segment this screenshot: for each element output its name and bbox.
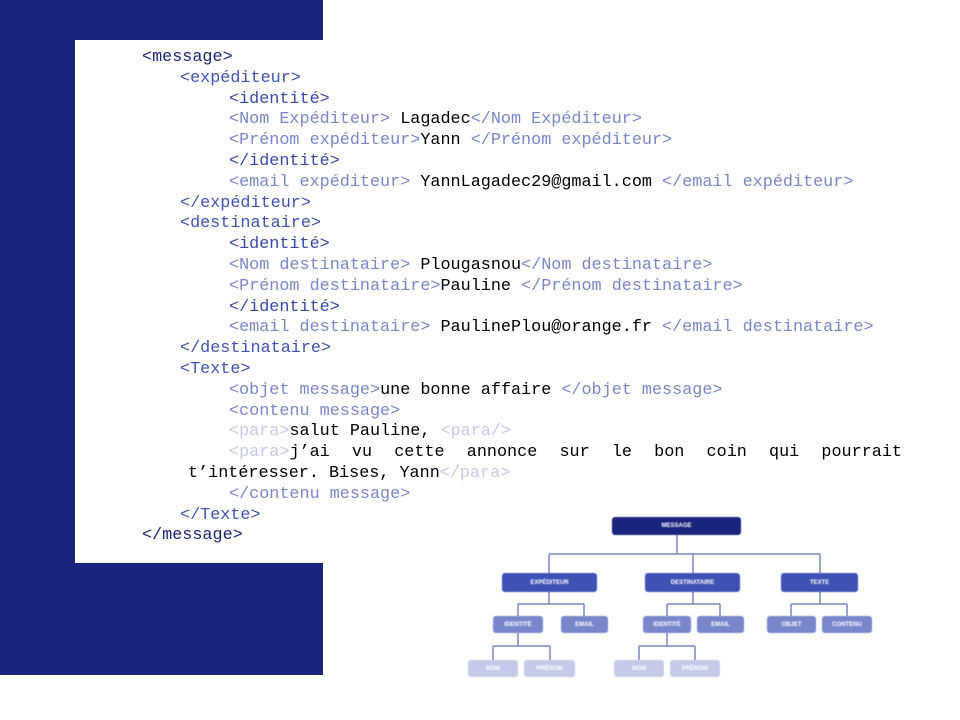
xml-tag: </expéditeur> <box>180 193 311 213</box>
xml-tag: </Prénom destinataire> <box>521 276 743 296</box>
code-text: salut Pauline, <box>289 422 441 442</box>
code-text: PaulinePlou@orange.fr <box>440 318 663 338</box>
code-line: <identité> <box>229 235 330 256</box>
code-text: bon <box>654 443 685 463</box>
connector-root <box>548 535 821 573</box>
xml-tag: </Prénom expéditeur> <box>470 131 673 151</box>
xml-tag: <expéditeur> <box>180 68 301 88</box>
node-dest-prenom: PRÉNOM <box>670 660 720 677</box>
node-exp-prenom: PRÉNOM <box>524 660 575 677</box>
xml-tag: <contenu message> <box>229 401 401 421</box>
xml-tag: </identité> <box>229 297 340 317</box>
xml-tag: </destinataire> <box>180 339 332 359</box>
code-text: cette <box>394 443 445 463</box>
connector-destinataire <box>666 592 721 616</box>
code-line: <para>j’ai vu cette annonce sur le bon coin qui p… <box>229 443 902 464</box>
xml-tag: <email expéditeur> <box>229 172 421 192</box>
node-exp-email: EMAIL <box>561 616 608 633</box>
code-text: coin <box>706 443 747 463</box>
connector-exp-identite <box>492 633 551 660</box>
code-text: une bonne affaire <box>380 380 562 400</box>
node-dest-email: EMAIL <box>697 616 744 633</box>
code-line: </expéditeur> <box>180 194 311 215</box>
xml-tag: <Nom destinataire> <box>229 256 421 275</box>
code-line: <Prénom destinataire>Pauline </Prénom de… <box>229 277 743 298</box>
code-text: Lagadec <box>400 110 471 130</box>
code-text: annonce <box>466 443 538 463</box>
code-text: Yann <box>420 131 471 151</box>
code-line: <contenu message> <box>229 402 400 423</box>
connector-texte <box>790 592 848 616</box>
code-line: </identité> <box>229 298 340 319</box>
code-line: <message> <box>142 48 233 69</box>
code-text: vu <box>351 443 373 463</box>
xml-tag: <identité> <box>229 89 330 109</box>
code-text: t’intéresser. Bises, Yann <box>188 464 440 483</box>
xml-tag: </Nom destinataire> <box>521 256 713 275</box>
white-card <box>75 40 323 563</box>
xml-tag: <identité> <box>229 235 330 255</box>
xml-tag: </para> <box>439 464 511 483</box>
xml-tag: <para> <box>229 422 290 442</box>
xml-tag: </identité> <box>229 152 340 171</box>
code-line: </message> <box>142 526 243 547</box>
node-expediteur: EXPÉDITEUR <box>502 573 597 592</box>
code-text: sur <box>559 443 590 463</box>
xml-tag: <message> <box>142 48 233 67</box>
xml-tag: <para> <box>229 443 290 463</box>
code-text: qui <box>769 443 800 463</box>
code-line: <Nom destinataire> Plougasnou</Nom desti… <box>229 256 712 277</box>
xml-tag: <Texte> <box>180 360 251 379</box>
code-line: <Nom Expéditeur> Lagadec</Nom Expéditeur… <box>229 110 642 131</box>
xml-tag: </Nom Expéditeur> <box>470 110 642 130</box>
xml-tag: <Prénom destinataire> <box>229 276 441 296</box>
node-exp-identite: IDENTITÉ <box>493 616 543 633</box>
code-text: Plougasnou <box>420 256 522 275</box>
word-group: <para>j’ai <box>229 443 330 464</box>
xml-tag: </contenu message> <box>229 484 411 504</box>
node-objet: OBJET <box>767 616 816 633</box>
node-destinataire: DESTINATAIRE <box>645 573 740 592</box>
xml-tag: </Texte> <box>180 505 261 525</box>
code-text: le <box>611 443 632 463</box>
code-line: <identité> <box>229 90 330 111</box>
xml-tag: </email expéditeur> <box>662 172 854 192</box>
code-text: j’ai <box>289 443 330 463</box>
xml-tag: <Prénom expéditeur> <box>229 131 421 151</box>
code-line: <objet message>une bonne affaire </objet… <box>229 381 722 402</box>
code-line: </Texte> <box>180 506 261 527</box>
code-line: </contenu message> <box>229 485 410 506</box>
node-texte: TEXTE <box>781 573 858 592</box>
node-exp-nom: NOM <box>468 660 518 677</box>
code-line: t’intéresser. Bises, Yann</para> <box>188 464 510 485</box>
xml-tag: <Nom Expéditeur> <box>229 110 401 130</box>
code-line: <para>salut Pauline, <para/> <box>229 422 511 443</box>
node-dest-nom: NOM <box>614 660 664 677</box>
node-dest-identite: IDENTITÉ <box>643 616 691 633</box>
code-line: <Prénom expéditeur>Yann </Prénom expédit… <box>229 131 672 152</box>
node-contenu: CONTENU <box>822 616 872 633</box>
xml-tag: <para/> <box>440 422 512 442</box>
xml-tag: </message> <box>142 526 243 546</box>
code-line: <email destinataire> PaulinePlou@orange.… <box>229 318 874 339</box>
xml-tag: </objet message> <box>561 380 723 400</box>
node-message: MESSAGE <box>612 517 741 535</box>
xml-tag: <email destinataire> <box>229 318 441 338</box>
code-text: Pauline <box>440 276 522 296</box>
code-text: pourrait <box>821 443 902 463</box>
connector-dest-identite <box>638 633 696 660</box>
code-line: <email expéditeur> YannLagadec29@gmail.c… <box>229 173 853 194</box>
code-text: YannLagadec29@gmail.com <box>420 172 663 192</box>
code-line: </identité> <box>229 152 340 173</box>
xml-tag: <destinataire> <box>180 214 321 234</box>
connector-expediteur <box>517 592 585 616</box>
xml-tag: </email destinataire> <box>662 318 874 338</box>
code-line: <expéditeur> <box>180 69 301 90</box>
code-line: <Texte> <box>180 360 251 381</box>
code-line: <destinataire> <box>180 214 321 235</box>
code-line: </destinataire> <box>180 339 331 360</box>
xml-tag: <objet message> <box>229 380 381 400</box>
